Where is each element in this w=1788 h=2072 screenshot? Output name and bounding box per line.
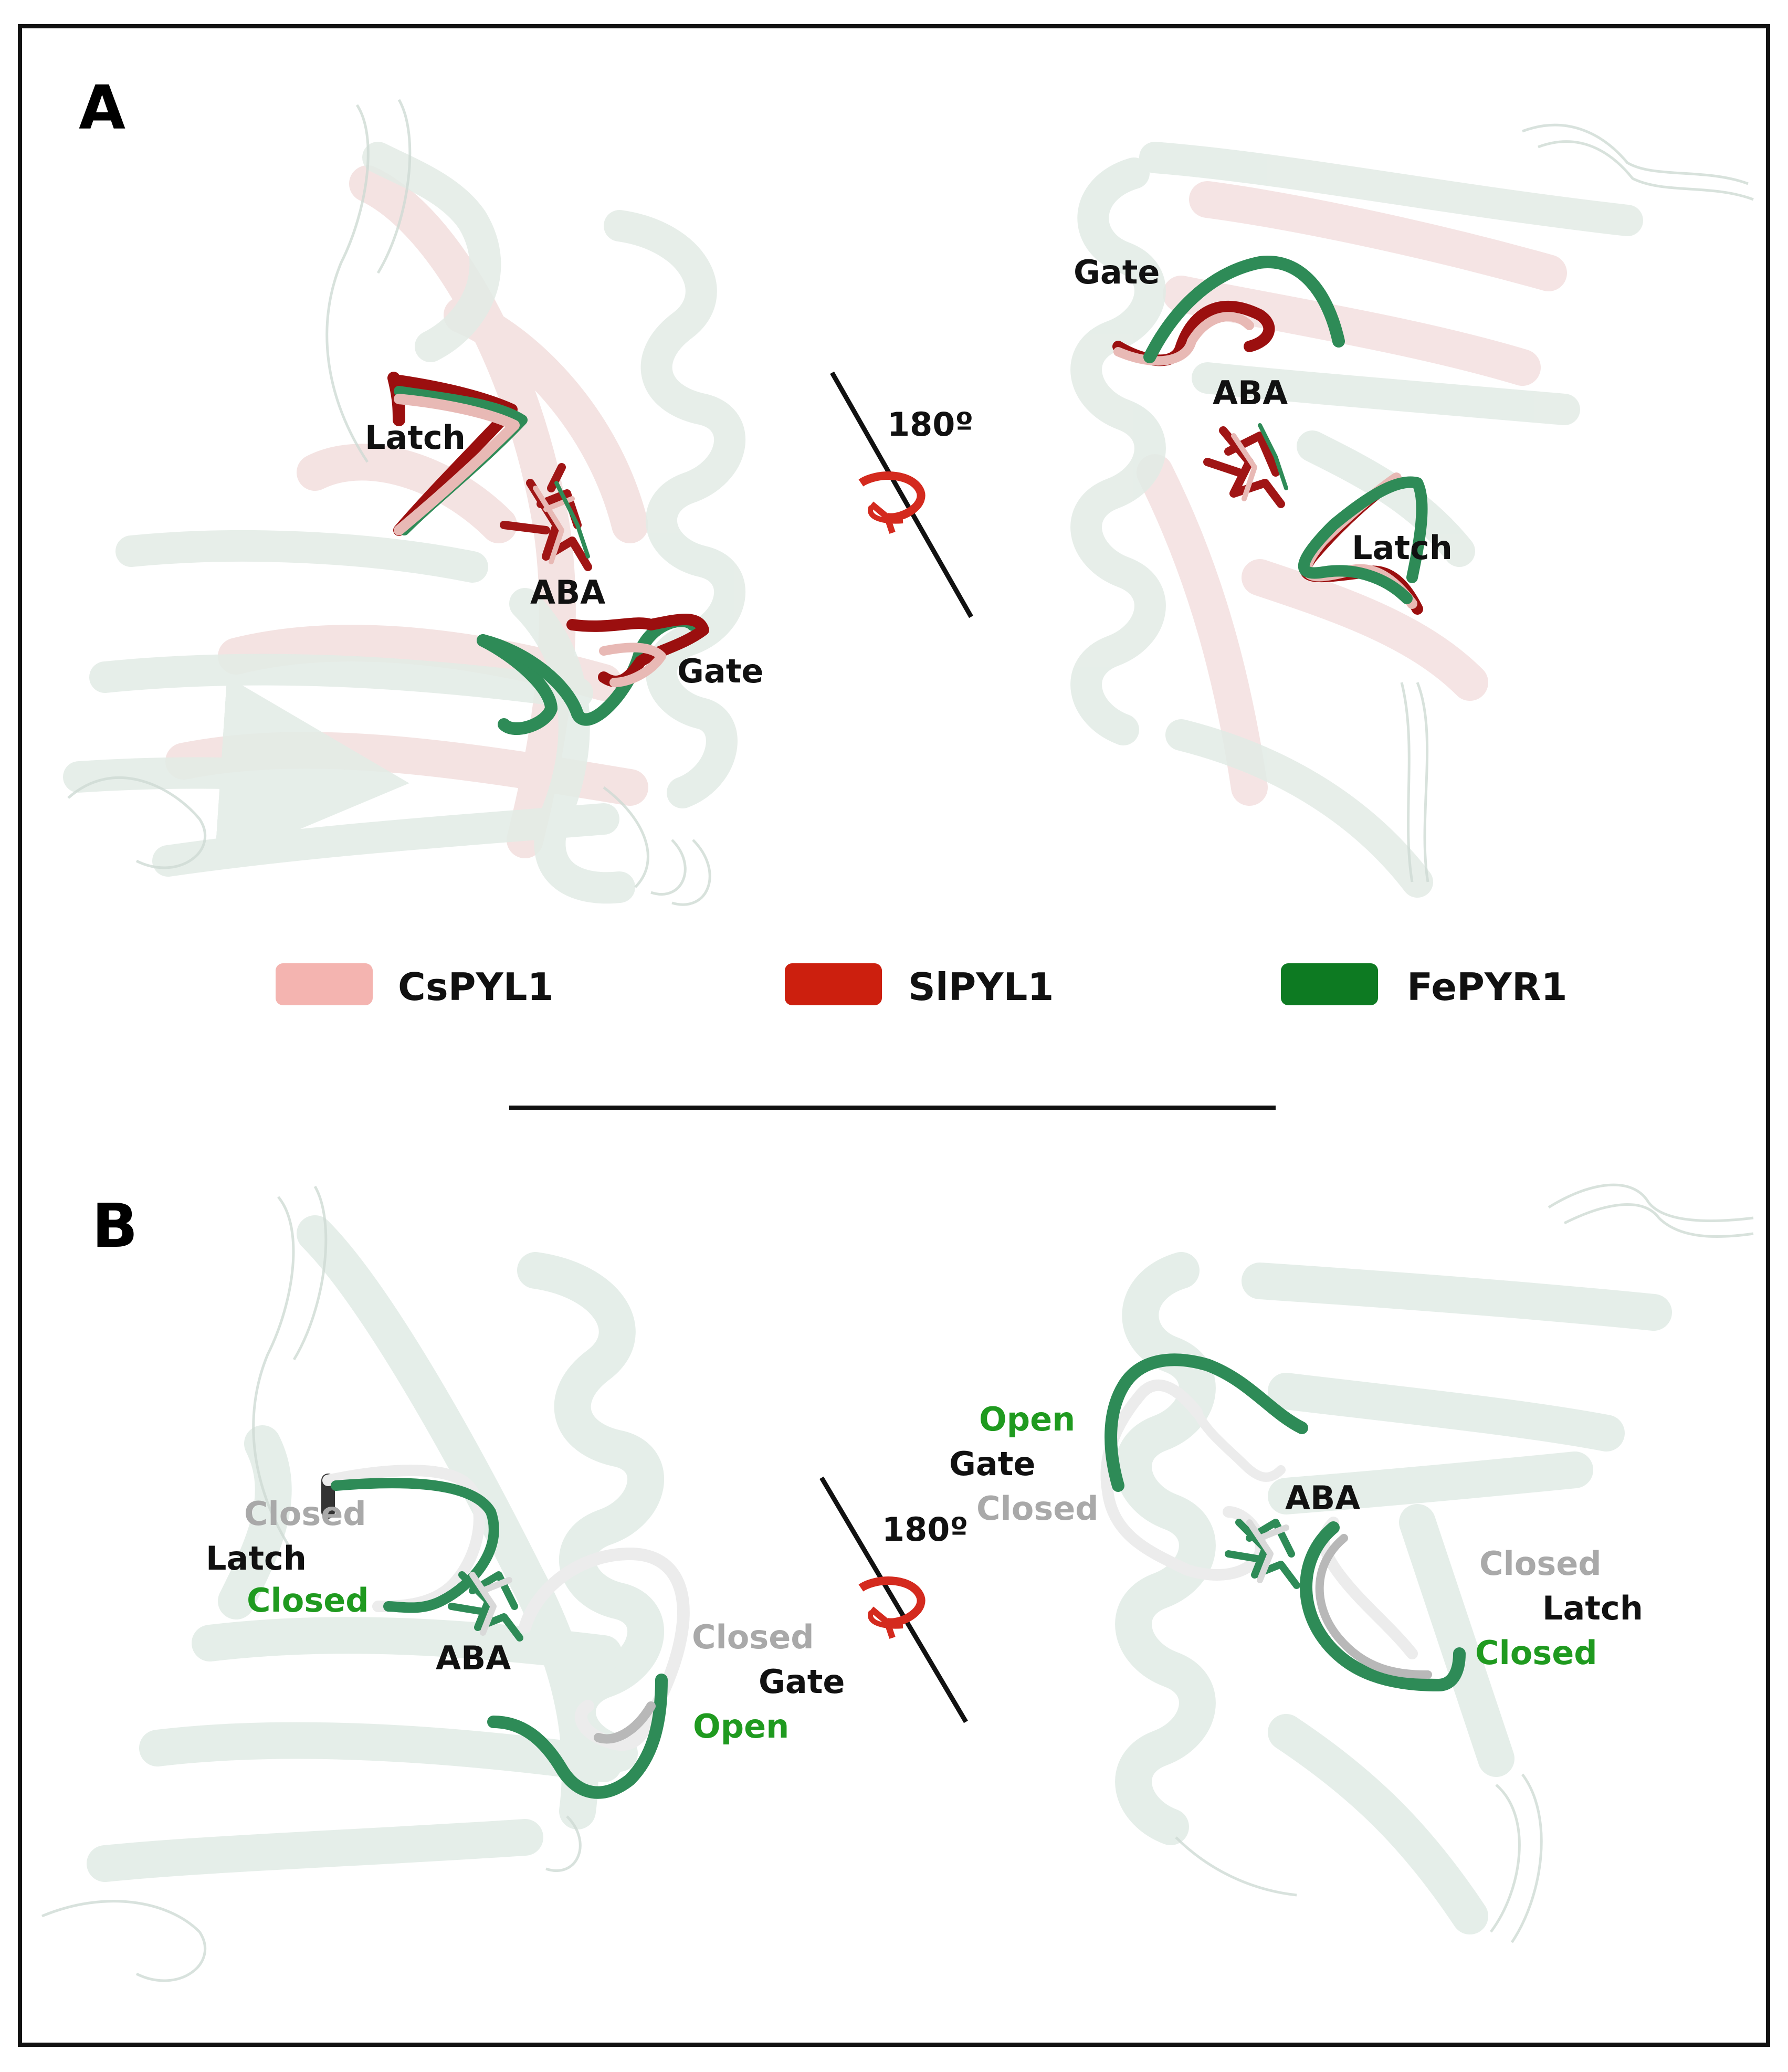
panel-b-right-latch-label: Latch [1542,1589,1643,1627]
panel-letter-a: A [79,73,125,143]
panel-b-left-gate-closed-grey: Closed [692,1618,814,1656]
panel-b-left-latch-loop [321,1465,499,1613]
panel-letter-b: B [92,1191,138,1261]
legend-swatch-cspyl1 [276,963,373,1005]
panel-b-right-gate-open-green: Open [979,1400,1075,1438]
panel-b-left-latch-closed-grey: Closed [244,1495,366,1533]
panel-b-rotation-axis [819,1476,968,1723]
panel-b-left-latch-closed-green: Closed [247,1581,369,1619]
panel-b-right-latch-closed-green: Closed [1475,1634,1597,1672]
panel-b-left-gate-label: Gate [759,1663,845,1701]
panel-a-right-latch-loop [1298,472,1428,615]
panel-b-rotation-label: 180º [882,1510,968,1549]
panel-a-left-gate-loop [477,614,709,735]
panel-a-left-protein [63,99,746,906]
panel-b-left-gate-open-green: Open [693,1707,789,1745]
panel-b-right-aba-label: ABA [1285,1479,1360,1517]
panel-b-left-aba-ligand [448,1571,523,1642]
legend-label-fepyr1: FePYR1 [1407,965,1568,1009]
panel-a-right-protein [1070,123,1754,898]
panel-b-right-gate-closed-grey: Closed [976,1489,1099,1528]
legend: CsPYL1 SlPYL1 FePYR1 [276,963,1568,1009]
panel-a-right-aba-ligand [1203,423,1288,508]
panel-a-right-gate-loop [1112,256,1345,366]
legend-swatch-slpyl1 [785,963,882,1005]
panel-a-right-latch-label: Latch [1352,529,1453,567]
panel-b-right-aba-ligand [1225,1519,1300,1589]
panel-b-right-latch-closed-grey: Closed [1479,1544,1602,1583]
panel-a-left-latch-loop [387,372,528,536]
panel-a-left-gate-label: Gate [677,652,763,690]
panel-b-left-gate-loop [487,1548,690,1799]
panel-a-left-latch-label: Latch [365,418,466,457]
panel-a-rotation-label: 180º [887,405,973,444]
panel-b-right-latch-loop [1299,1517,1466,1691]
legend-label-slpyl1: SlPYL1 [908,965,1054,1009]
panel-a-left-aba-ligand [500,463,592,571]
panel-a-right-gate-label: Gate [1074,253,1160,291]
panel-b-right-protein [1115,1183,1754,1943]
panel-b-right-gate-label: Gate [949,1445,1035,1483]
panel-b-left-latch-label: Latch [206,1539,307,1577]
panel-b-left-aba-label: ABA [436,1639,511,1677]
panel-a-rotation-axis [830,371,973,618]
panel-a-left-aba-label: ABA [530,573,605,612]
figure-border [18,24,1770,2047]
legend-swatch-fepyr1 [1281,963,1378,1005]
legend-label-cspyl1: CsPYL1 [398,965,554,1009]
panel-a-right-aba-label: ABA [1213,374,1288,412]
